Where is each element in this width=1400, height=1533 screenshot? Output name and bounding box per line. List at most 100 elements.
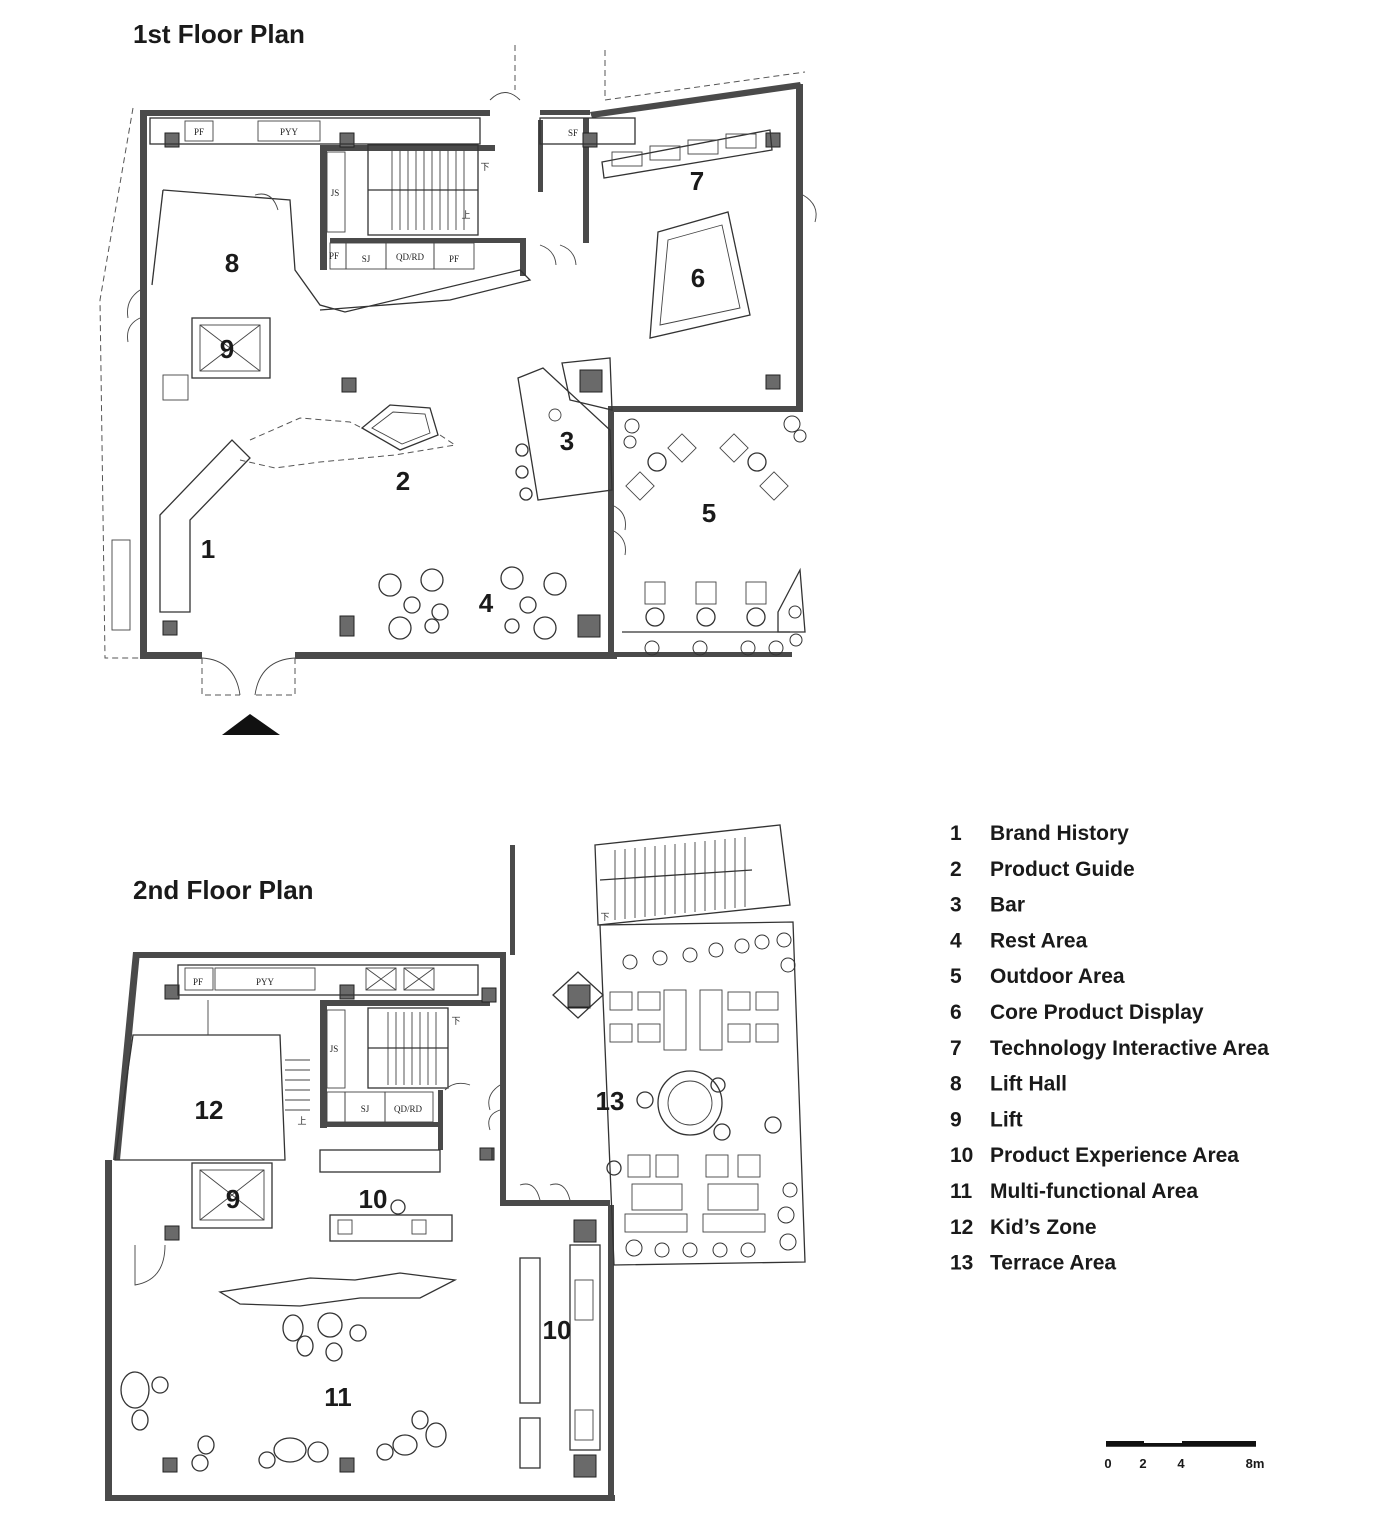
floor1-boundary-left [99, 107, 145, 659]
chair-icon [388, 616, 412, 640]
room-number: 3 [560, 426, 574, 456]
tag-pf: PF [193, 977, 203, 987]
legend-label: Technology Interactive Area [990, 1037, 1269, 1060]
legend-item: 6 Core Product Display [950, 1001, 1204, 1024]
legend-number: 12 [950, 1216, 973, 1239]
floor2-kids-zone-12 [114, 1000, 286, 1161]
tag-qd-rd: QD/RD [396, 252, 425, 262]
floor2-stairs [285, 1007, 449, 1111]
tag-pyy: PYY [256, 977, 275, 987]
chair-icon [515, 443, 529, 457]
tag-pf: PF [329, 251, 339, 261]
tag-sf: SF [568, 128, 578, 138]
legend-number: 11 [950, 1180, 973, 1203]
tag-up: 上 [297, 1116, 306, 1126]
floor1-plants [623, 415, 807, 656]
floor2-plants [622, 932, 798, 1258]
legend-number: 6 [950, 1001, 962, 1024]
room-number: 10 [543, 1315, 572, 1345]
floor2-plan: 2nd Floor Plan [105, 824, 806, 1501]
scale-tick-label: 0 [1104, 1456, 1111, 1471]
chair-icon [755, 991, 779, 1011]
floor1-outdoor-5 [622, 433, 806, 633]
tag-pf: PF [194, 127, 204, 137]
chair-icon [702, 1213, 766, 1233]
chair-icon [637, 1023, 661, 1043]
scale-tick-label: 8m [1246, 1456, 1265, 1471]
floor1-product-guide-2 [239, 404, 457, 469]
legend-item: 12 Kid’s Zone [950, 1216, 1097, 1239]
room-number: 13 [596, 1086, 625, 1116]
floor1-walls [140, 82, 803, 659]
legend-label: Product Guide [990, 858, 1135, 881]
room-number: 9 [220, 334, 234, 364]
chair-icon [695, 581, 717, 605]
legend-label: Multi-functional Area [990, 1180, 1198, 1203]
room-number: 1 [201, 534, 215, 564]
legend-number: 4 [950, 929, 962, 952]
room-number: 9 [226, 1184, 240, 1214]
floor1-bar-3 [515, 357, 613, 501]
room-number: 12 [195, 1095, 224, 1125]
chair-icon [625, 471, 655, 501]
legend-number: 8 [950, 1073, 962, 1096]
tag-sj: SJ [361, 1104, 370, 1114]
floor1-title: 1st Floor Plan [133, 19, 305, 49]
scale-tick-label: 4 [1177, 1456, 1185, 1471]
chair-icon [719, 433, 749, 463]
scale-bar: 0 2 4 8m [1104, 1441, 1264, 1471]
legend-label: Kid’s Zone [990, 1216, 1097, 1239]
floor1-plan: 1st Floor Plan [99, 19, 817, 735]
legend-label: Terrace Area [990, 1252, 1116, 1275]
chair-icon [609, 1023, 633, 1043]
chair-icon [727, 1023, 751, 1043]
legend-label: Lift Hall [990, 1073, 1067, 1096]
chair-icon [737, 1154, 761, 1178]
tag-pf: PF [449, 254, 459, 264]
tag-sj: SJ [362, 254, 371, 264]
floor1-boundary-top [514, 45, 806, 101]
chair-icon [627, 1154, 651, 1178]
legend-label: Core Product Display [990, 1001, 1204, 1024]
floor2-tags: PF PYY JS SJ QD/RD 下 上 下 [193, 912, 610, 1126]
floor1-tech-wall-7 [601, 129, 773, 179]
chair-icon [500, 566, 524, 590]
tag-up: 上 [461, 210, 470, 220]
floor2-room-numbers: 9 10 10 11 12 13 [195, 1086, 625, 1412]
chair-icon [420, 568, 444, 592]
floor1-doors [127, 92, 817, 696]
chair-icon [644, 581, 666, 605]
tag-js: JS [330, 1044, 339, 1054]
floor1-tags: PF PYY SF JS PF SJ QD/RD PF 下 上 [194, 127, 578, 264]
chair-icon [624, 1213, 688, 1233]
chair-icon [609, 991, 633, 1011]
legend-item: 8 Lift Hall [950, 1073, 1067, 1096]
legend-number: 9 [950, 1108, 962, 1131]
floor2-title: 2nd Floor Plan [133, 875, 314, 905]
legend-label: Bar [990, 894, 1025, 917]
legend-number: 5 [950, 965, 962, 988]
floor2-product-experience [319, 1149, 601, 1469]
room-number: 11 [324, 1382, 352, 1412]
chair-icon [543, 572, 567, 596]
legend-item: 11 Multi-functional Area [950, 1180, 1198, 1203]
room-number: 2 [396, 466, 410, 496]
floor1-rest-area-4 [378, 566, 567, 640]
room-number: 5 [702, 498, 716, 528]
floor2-lift [134, 1162, 273, 1286]
tag-js: JS [331, 188, 340, 198]
floor2-multi-functional-11 [120, 1272, 458, 1472]
floor1-display-6 [649, 211, 751, 339]
tag-down: 下 [600, 912, 609, 922]
floor2-walls [105, 845, 615, 1501]
room-number: 6 [691, 263, 705, 293]
floor1-stairs [367, 144, 479, 236]
entrance-arrow-icon [222, 714, 280, 735]
